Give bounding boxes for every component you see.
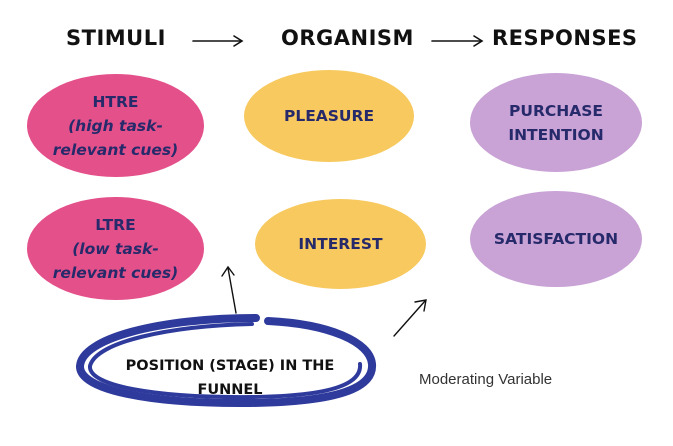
moderator-line2: FUNNEL [197,382,263,398]
ltre-detail-line1: (low task- [72,239,159,258]
moderating-variable-label: Moderating Variable [419,371,553,388]
pleasure-label: PLEASURE [283,107,375,125]
interest-node: INTEREST [255,199,426,289]
ltre-detail-line2: relevant cues) [52,263,179,282]
ltre-title: LTRE [95,215,136,234]
moderator-to-ltre-arrow [221,265,237,314]
moderator-circle [76,314,377,408]
organism-heading: ORGANISM [281,26,414,50]
responses-heading: RESPONSES [492,26,638,50]
purchase-intention-line2: INTENTION [508,125,604,144]
satisfaction-label: SATISFACTION [493,230,619,248]
htre-node: HTRE (high task- relevant cues) [27,74,204,177]
htre-detail-line2: relevant cues) [52,140,179,159]
moderator-line1: POSITION (STAGE) IN THE [125,358,335,374]
stimuli-to-organism-arrow [192,35,244,47]
htre-detail-line1: (high task- [68,116,163,135]
moderator-to-interest-arrow [393,299,427,337]
htre-title: HTRE [92,92,139,111]
interest-label: INTEREST [298,235,383,253]
satisfaction-node: SATISFACTION [470,191,642,287]
stimuli-heading: STIMULI [66,26,166,50]
ltre-node: LTRE (low task- relevant cues) [27,197,204,300]
moderator-node: POSITION (STAGE) IN THE FUNNEL [115,354,345,402]
purchase-intention-node: PURCHASE INTENTION [470,73,642,172]
pleasure-node: PLEASURE [244,70,414,162]
purchase-intention-line1: PURCHASE [509,101,603,120]
organism-to-responses-arrow [431,35,484,47]
